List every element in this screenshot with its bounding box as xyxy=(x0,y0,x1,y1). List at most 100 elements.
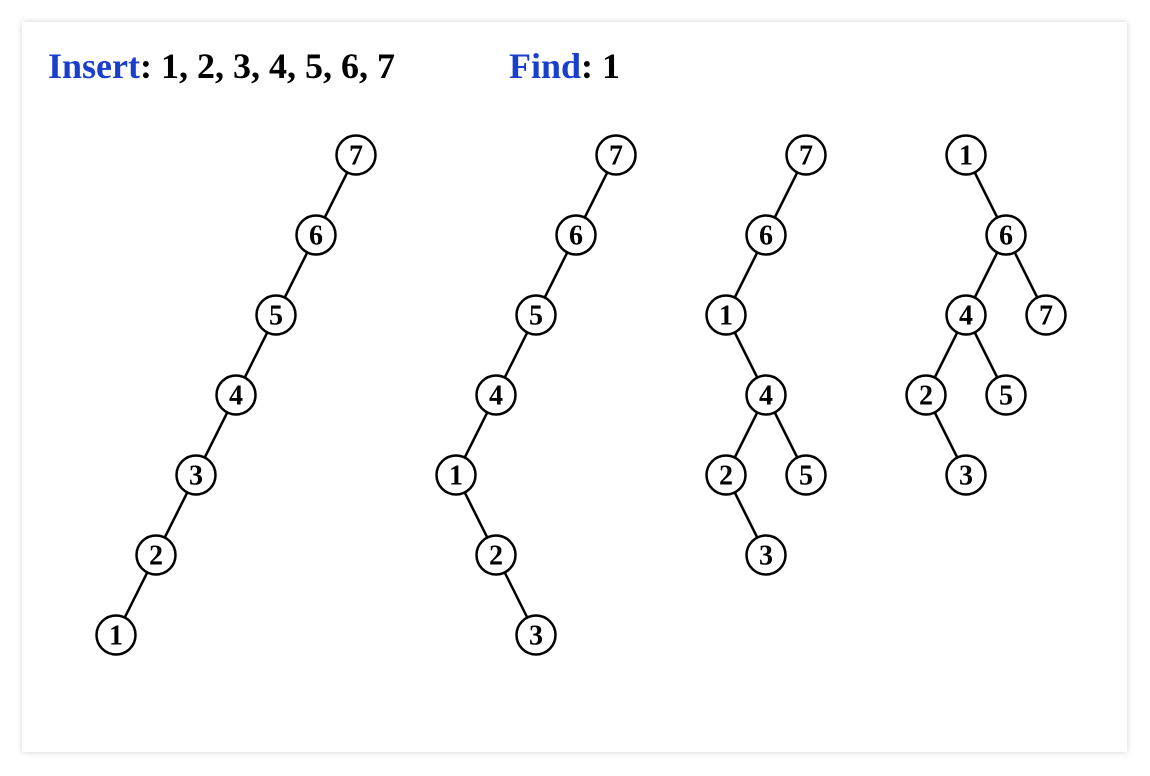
tree-node: 3 xyxy=(175,454,217,496)
tree-edge xyxy=(933,411,959,459)
node-label: 5 xyxy=(999,381,1013,412)
node-circle xyxy=(985,374,1027,416)
node-circle xyxy=(475,374,517,416)
node-circle xyxy=(785,454,827,496)
tree-edge xyxy=(463,411,489,459)
tree-edge xyxy=(323,171,349,219)
tree-edge xyxy=(733,411,759,459)
tree-edge xyxy=(283,251,309,299)
tree-2: 7 6 5 4 1 2 3 xyxy=(435,134,637,656)
find-value: : 1 xyxy=(581,46,621,86)
tree-edge xyxy=(163,491,189,539)
node-label: 6 xyxy=(309,221,323,252)
node-circle xyxy=(435,454,477,496)
find-heading: Find: 1 xyxy=(509,44,620,88)
tree-node: 2 xyxy=(135,534,177,576)
tree-node: 1 xyxy=(705,294,747,336)
tree-edge xyxy=(503,571,529,619)
tree-edge xyxy=(463,491,489,539)
node-circle xyxy=(475,534,517,576)
node-label: 6 xyxy=(759,221,773,252)
node-label: 7 xyxy=(349,141,363,172)
tree-node: 5 xyxy=(515,294,557,336)
tree-edge xyxy=(973,251,999,299)
tree-node: 7 xyxy=(785,134,827,176)
tree-node: 4 xyxy=(745,374,787,416)
tree-edge xyxy=(973,171,999,219)
node-label: 1 xyxy=(719,301,733,332)
tree-edge xyxy=(773,411,799,459)
node-label: 6 xyxy=(569,221,583,252)
tree-node: 3 xyxy=(745,534,787,576)
node-label: 1 xyxy=(959,141,973,172)
find-keyword: Find xyxy=(509,46,582,86)
node-label: 1 xyxy=(109,621,123,652)
node-label: 5 xyxy=(799,461,813,492)
tree-edge xyxy=(583,171,609,219)
tree-edge xyxy=(733,331,759,379)
node-circle xyxy=(555,214,597,256)
tree-1: 7 6 5 4 3 2 1 xyxy=(95,134,377,656)
node-circle xyxy=(705,454,747,496)
tree-node: 7 xyxy=(335,134,377,176)
node-label: 4 xyxy=(959,301,973,332)
node-circle xyxy=(905,374,947,416)
node-label: 4 xyxy=(759,381,773,412)
tree-node: 3 xyxy=(945,454,987,496)
node-label: 3 xyxy=(959,461,973,492)
node-circle xyxy=(175,454,217,496)
tree-node: 7 xyxy=(1025,294,1067,336)
tree-node: 6 xyxy=(985,214,1027,256)
node-label: 2 xyxy=(719,461,733,492)
tree-edge xyxy=(933,331,959,379)
tree-edge xyxy=(773,171,799,219)
node-circle xyxy=(335,134,377,176)
node-circle xyxy=(745,374,787,416)
node-label: 5 xyxy=(529,301,543,332)
node-circle xyxy=(705,294,747,336)
node-circle xyxy=(515,294,557,336)
node-circle xyxy=(785,134,827,176)
node-label: 3 xyxy=(189,461,203,492)
tree-node: 1 xyxy=(95,614,137,656)
node-label: 5 xyxy=(269,301,283,332)
tree-3: 7 6 1 4 2 5 3 xyxy=(705,134,827,576)
tree-edge xyxy=(123,571,149,619)
tree-node: 1 xyxy=(435,454,477,496)
tree-edge xyxy=(203,411,229,459)
tree-node: 4 xyxy=(945,294,987,336)
tree-node: 1 xyxy=(945,134,987,176)
tree-node: 5 xyxy=(255,294,297,336)
tree-node: 4 xyxy=(215,374,257,416)
tree-edge xyxy=(733,251,759,299)
tree-node: 3 xyxy=(515,614,557,656)
tree-node: 2 xyxy=(905,374,947,416)
node-label: 7 xyxy=(609,141,623,172)
node-label: 2 xyxy=(919,381,933,412)
node-label: 7 xyxy=(1039,301,1053,332)
tree-edge xyxy=(733,491,759,539)
node-circle xyxy=(95,614,137,656)
tree-edge xyxy=(973,331,999,379)
node-circle xyxy=(135,534,177,576)
insert-keyword: Insert xyxy=(48,46,140,86)
node-label: 4 xyxy=(229,381,243,412)
insert-heading: Insert: 1, 2, 3, 4, 5, 6, 7 xyxy=(48,44,395,88)
node-label: 4 xyxy=(489,381,503,412)
node-label: 7 xyxy=(799,141,813,172)
node-circle xyxy=(945,294,987,336)
insert-values: : 1, 2, 3, 4, 5, 6, 7 xyxy=(140,46,395,86)
node-circle xyxy=(945,454,987,496)
node-label: 3 xyxy=(529,621,543,652)
tree-node: 6 xyxy=(295,214,337,256)
node-label: 2 xyxy=(149,541,163,572)
node-circle xyxy=(515,614,557,656)
node-circle xyxy=(255,294,297,336)
node-circle xyxy=(215,374,257,416)
tree-edge xyxy=(243,331,269,379)
tree-node: 2 xyxy=(705,454,747,496)
node-circle xyxy=(945,134,987,176)
node-label: 2 xyxy=(489,541,503,572)
node-label: 6 xyxy=(999,221,1013,252)
